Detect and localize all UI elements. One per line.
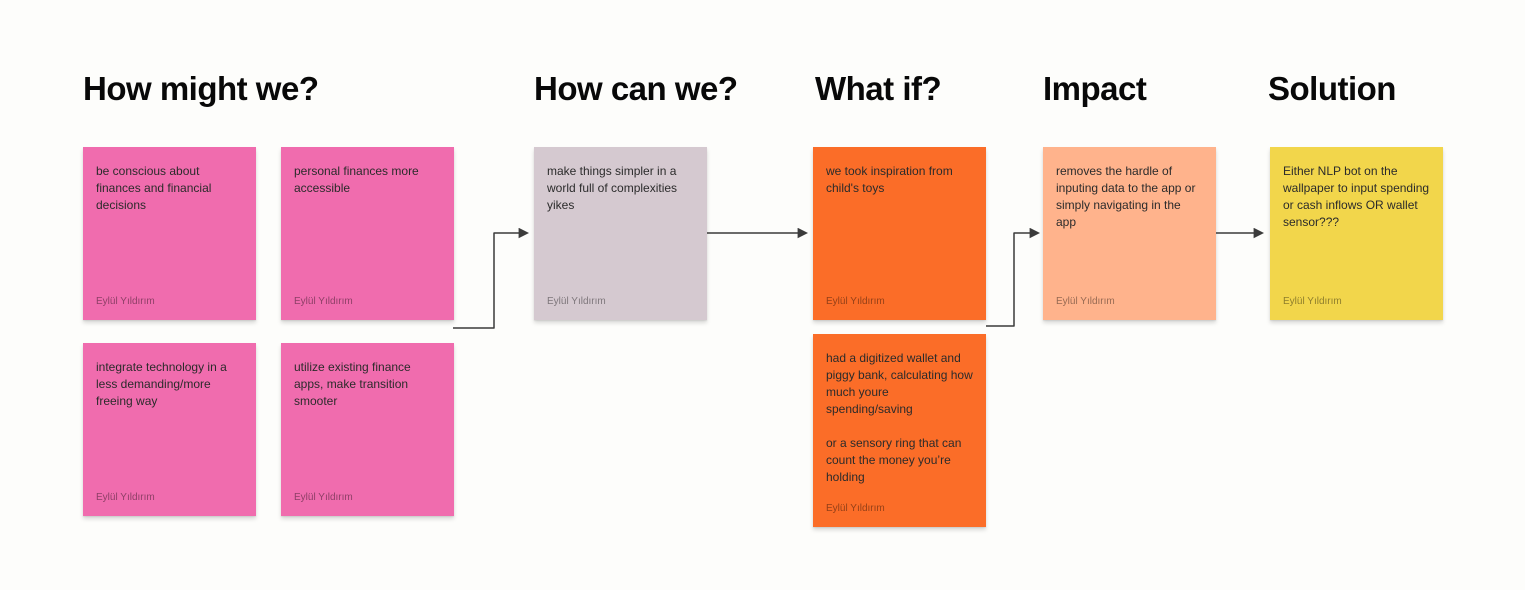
column-header-how-can-we[interactable]: How can we?: [534, 70, 738, 107]
sticky-note-integrate-technology[interactable]: integrate technology in a less demanding…: [83, 343, 256, 516]
sticky-note-text: personal finances more accessible: [294, 164, 419, 195]
sticky-note-childs-toys[interactable]: we took inspiration from child's toys Ey…: [813, 147, 986, 320]
column-header-impact[interactable]: Impact: [1043, 70, 1147, 107]
sticky-note-digitized-wallet[interactable]: had a digitized wallet and piggy bank, c…: [813, 334, 986, 527]
sticky-note-text: removes the hardle of inputing data to t…: [1056, 164, 1196, 229]
sticky-note-finances-accessible[interactable]: personal finances more accessible Eylül …: [281, 147, 454, 320]
sticky-note-text: utilize existing finance apps, make tran…: [294, 360, 411, 408]
sticky-note-text: we took inspiration from child's toys: [826, 164, 953, 195]
column-header-solution[interactable]: Solution: [1268, 70, 1396, 107]
sticky-note-text: make things simpler in a world full of c…: [547, 164, 678, 212]
column-header-what-if[interactable]: What if?: [815, 70, 942, 107]
sticky-note-text: Either NLP bot on the wallpaper to input…: [1283, 164, 1430, 229]
connector-pink-to-gray[interactable]: [453, 227, 530, 329]
sticky-note-author: Eylül Yıldırım: [96, 296, 155, 307]
sticky-note-text: integrate technology in a less demanding…: [96, 360, 227, 408]
sticky-note-make-simpler[interactable]: make things simpler in a world full of c…: [534, 147, 707, 320]
sticky-note-nlp-bot[interactable]: Either NLP bot on the wallpaper to input…: [1270, 147, 1443, 320]
sticky-note-existing-apps[interactable]: utilize existing finance apps, make tran…: [281, 343, 454, 516]
sticky-note-author: Eylül Yıldırım: [826, 296, 885, 307]
sticky-note-removes-hardle[interactable]: removes the hardle of inputing data to t…: [1043, 147, 1216, 320]
column-header-how-might-we[interactable]: How might we?: [83, 70, 319, 107]
sticky-note-author: Eylül Yıldırım: [1056, 296, 1115, 307]
sticky-note-text: had a digitized wallet and piggy bank, c…: [826, 351, 973, 484]
sticky-note-author: Eylül Yıldırım: [547, 296, 606, 307]
connector-orange-to-peach[interactable]: [986, 227, 1041, 327]
sticky-note-author: Eylül Yıldırım: [826, 503, 885, 514]
sticky-note-author: Eylül Yıldırım: [294, 296, 353, 307]
sticky-note-text: be conscious about finances and financia…: [96, 164, 212, 212]
sticky-note-author: Eylül Yıldırım: [294, 492, 353, 503]
sticky-note-author: Eylül Yıldırım: [1283, 296, 1342, 307]
sticky-note-conscious-finances[interactable]: be conscious about finances and financia…: [83, 147, 256, 320]
sticky-note-author: Eylül Yıldırım: [96, 492, 155, 503]
